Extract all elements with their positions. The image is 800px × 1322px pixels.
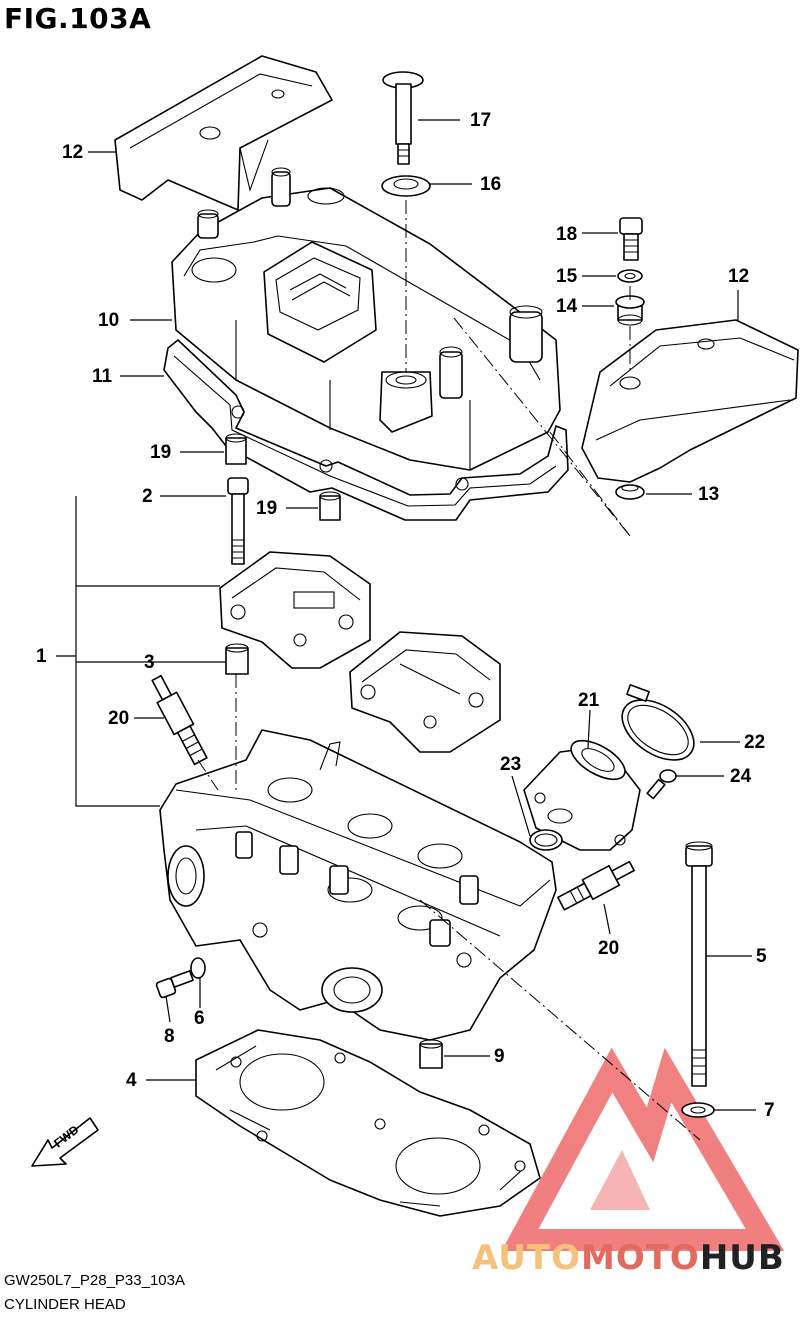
callout-11: 11 <box>92 366 113 387</box>
callout-10: 10 <box>98 310 119 331</box>
washer-7 <box>681 1102 715 1118</box>
grommet-13 <box>615 484 645 500</box>
camshaft-holder-right <box>349 631 501 753</box>
fwd-arrow-icon <box>31 1117 99 1167</box>
hose-clamp-22 <box>621 684 695 761</box>
callout-20-right: 20 <box>598 938 619 959</box>
figure-name: CYLINDER HEAD <box>4 1296 126 1313</box>
engine-cover-right-12 <box>581 319 799 483</box>
callout-21: 21 <box>578 690 600 711</box>
spark-plug-right-20 <box>557 860 635 911</box>
callout-16: 16 <box>480 174 501 195</box>
dowel-pin-9 <box>419 1039 443 1069</box>
callout-12-right: 12 <box>728 266 749 287</box>
watermark-text: AUTOMOTOHUB <box>472 1238 785 1278</box>
long-bolt-5 <box>685 841 713 1087</box>
bolt-8 <box>155 970 194 999</box>
dowel-pin-3 <box>225 643 249 675</box>
callout-5: 5 <box>756 946 767 967</box>
cylinder-head-cover-10 <box>171 167 561 471</box>
dowel-pin-19a <box>225 433 247 465</box>
watermark-part-hub: HUB <box>699 1238 785 1278</box>
o-ring-23 <box>529 829 563 851</box>
engine-cover-left <box>114 55 333 211</box>
callout-24: 24 <box>730 766 752 787</box>
grommet-14 <box>615 295 645 326</box>
callout-6: 6 <box>194 1008 205 1029</box>
washer-15 <box>617 269 643 283</box>
head-gasket-4 <box>195 1029 541 1217</box>
screw-24 <box>646 769 677 800</box>
callout-9: 9 <box>494 1046 505 1067</box>
callout-23: 23 <box>500 754 521 775</box>
callout-17: 17 <box>470 110 491 131</box>
callout-12-left: 12 <box>62 142 83 163</box>
callout-13: 13 <box>698 484 719 505</box>
bolt-2 <box>227 477 249 565</box>
callout-19-left: 19 <box>150 442 171 463</box>
watermark-part-moto: MOTO <box>580 1238 700 1278</box>
callout-19-right: 19 <box>256 498 277 519</box>
watermark-part-auto: AUTO <box>472 1238 581 1278</box>
callout-8: 8 <box>164 1026 175 1047</box>
callout-3: 3 <box>144 652 155 673</box>
callout-2: 2 <box>142 486 153 507</box>
watermark-logo <box>501 1047 785 1251</box>
figure-title: FIG.103A <box>4 2 152 35</box>
bolt-18 <box>619 217 643 261</box>
callout-18: 18 <box>556 224 577 245</box>
cylinder-head-1 <box>159 729 557 1041</box>
callout-7: 7 <box>764 1100 775 1121</box>
callout-14: 14 <box>556 296 578 317</box>
camshaft-holder-left <box>219 551 371 669</box>
spark-plug-left-20 <box>151 674 208 766</box>
seal-washer-16 <box>381 175 431 197</box>
callout-20-left: 20 <box>108 708 129 729</box>
washer-6 <box>190 957 206 979</box>
callout-4: 4 <box>126 1070 137 1091</box>
callout-15: 15 <box>556 266 578 287</box>
bolt-17 <box>382 71 424 165</box>
figure-code: GW250L7_P28_P33_103A <box>4 1272 185 1289</box>
callout-22: 22 <box>744 732 765 753</box>
callout-1: 1 <box>36 646 47 667</box>
intake-pipe-21 <box>523 739 641 851</box>
dowel-pin-19b <box>319 491 341 521</box>
